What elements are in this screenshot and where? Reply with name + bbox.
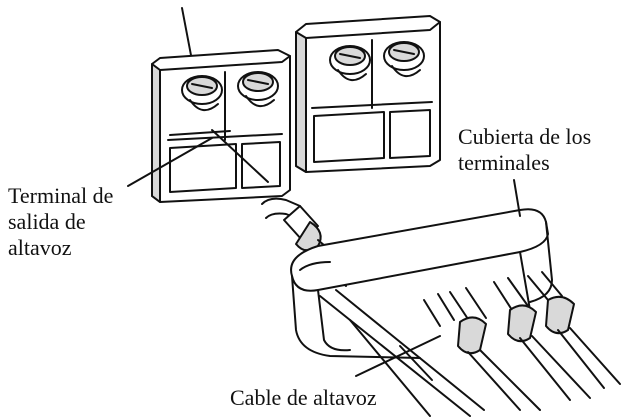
terminal-label-line-1: Terminal de — [8, 183, 114, 208]
cover-label-line-2: terminales — [458, 150, 550, 175]
terminal-cover — [290, 208, 553, 359]
left-terminal-block — [151, 49, 291, 203]
terminal-leader-line — [127, 137, 213, 187]
cable-label-text: Cable de altavoz — [230, 385, 377, 410]
right-screw-2 — [383, 41, 425, 77]
left-screw-1 — [181, 75, 223, 111]
cover-leader-line — [513, 179, 521, 217]
speaker-output-terminal-label: Terminal de salida de altavoz — [8, 183, 113, 261]
terminal-label-line-3: altavoz — [8, 235, 72, 260]
left-screw-2 — [237, 71, 279, 107]
speaker-cable-label: Cable de altavoz — [230, 385, 377, 411]
cable-leader-line — [355, 335, 441, 377]
right-terminal-block — [295, 15, 441, 173]
lower-cable-bundle — [319, 271, 621, 417]
terminal-cover-label: Cubierta de los terminales — [458, 124, 591, 176]
terminal-leader-line-2 — [211, 129, 269, 183]
right-screw-1 — [329, 45, 371, 81]
terminal-label-line-2: salida de — [8, 209, 86, 234]
cover-label-line-1: Cubierta de los — [458, 124, 592, 149]
